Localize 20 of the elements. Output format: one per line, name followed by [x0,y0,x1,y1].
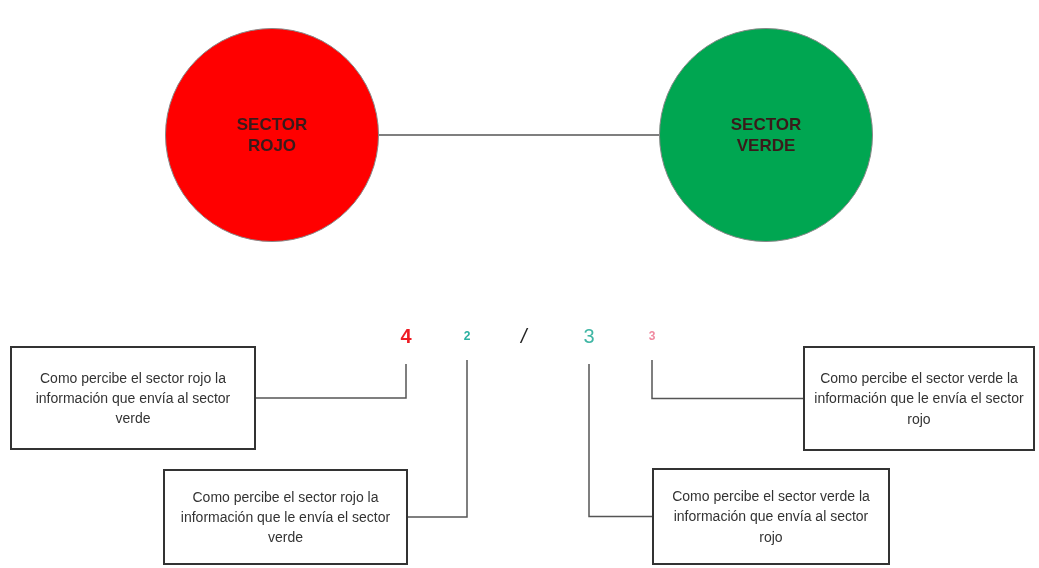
separator-slash: / [521,326,527,346]
callout-text: Como percibe el sector rojo la información que envía al sector verde [34,368,232,429]
sector-label: SECTOR VERDE [729,113,803,157]
rating-number: 2 [459,330,475,342]
sector-label: SECTOR ROJO [235,113,309,157]
callout-text: Como percibe el sector verde la información que le envía el sector rojo [813,369,1025,429]
rating-number: 3 [644,330,660,342]
callout-box [652,468,890,565]
rating-number: 4 [398,326,414,346]
callout-box [163,469,408,565]
leader-line [588,363,653,518]
callout-box [10,346,256,450]
leader-line [651,359,804,400]
callout-text: Como percibe el sector verde la información que envía al sector rojo [671,487,871,547]
callout-box [803,346,1035,451]
leader-line [407,359,468,518]
connector-line [378,134,660,136]
callout-text: Como percibe el sector rojo la información que le envía el sector verde [179,487,392,548]
leader-line [255,363,407,399]
rating-number: 3 [581,326,597,346]
